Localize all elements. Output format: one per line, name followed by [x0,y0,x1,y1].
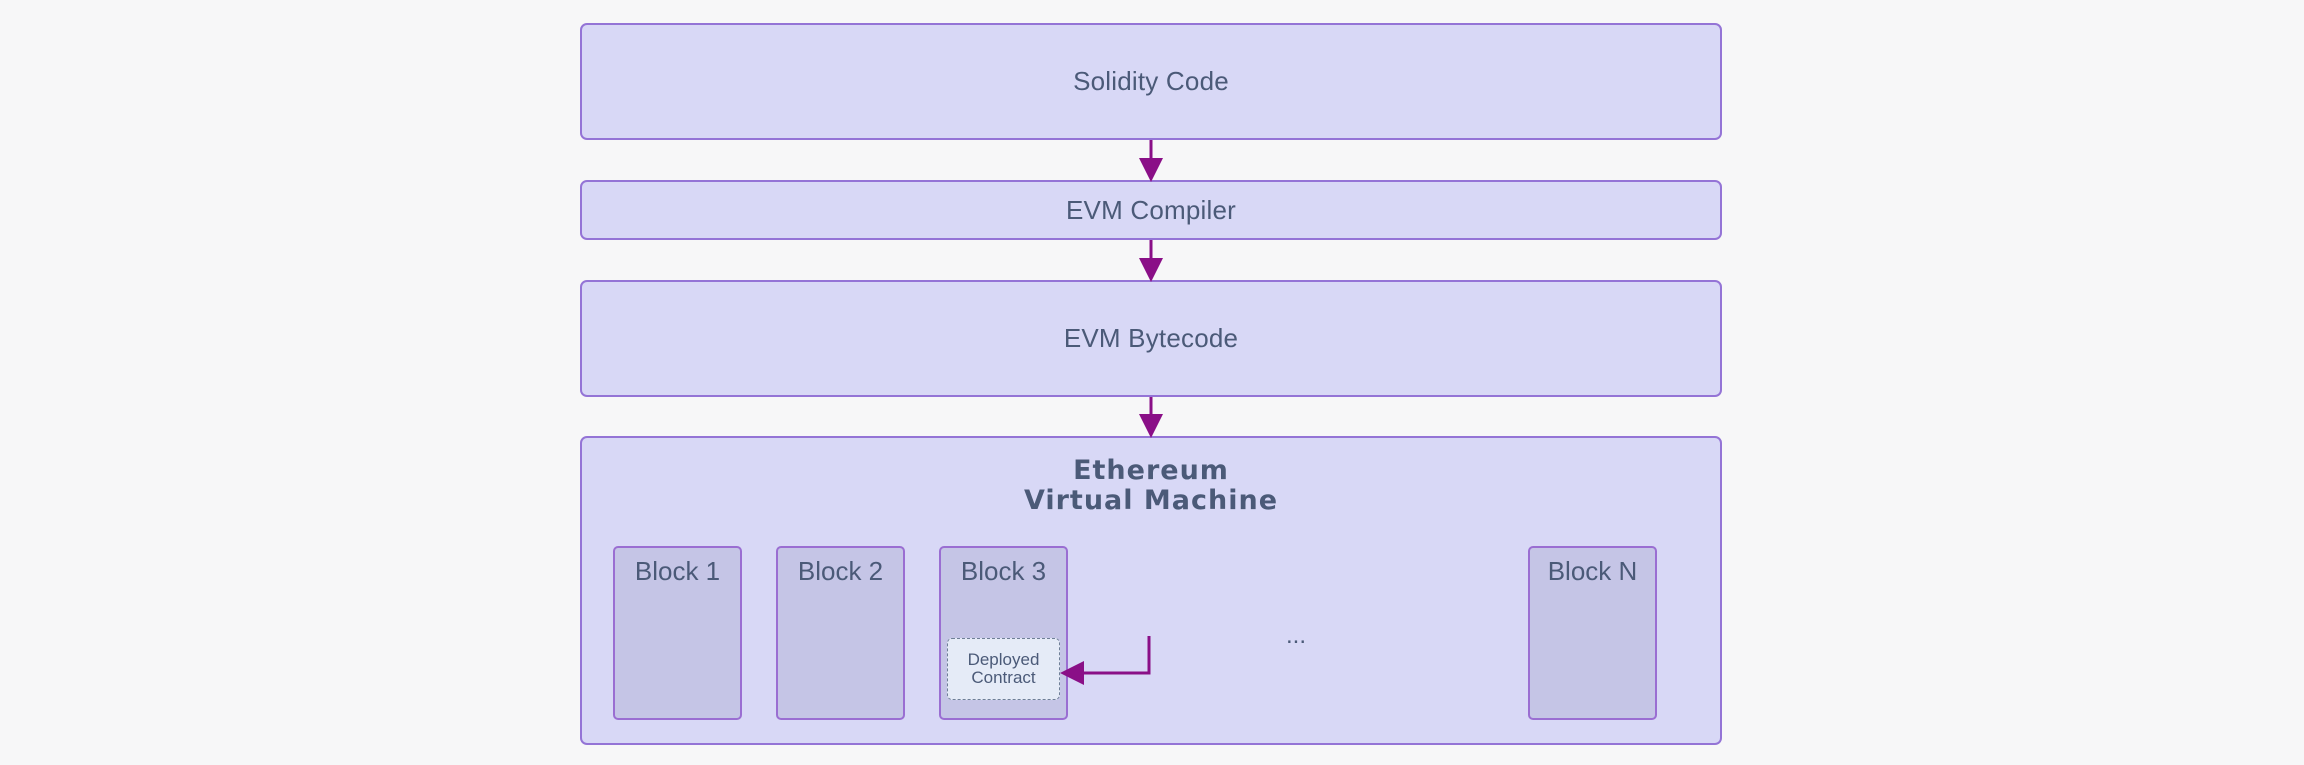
block-1-label: Block 1 [634,556,721,586]
block-n: Block N [1528,546,1657,720]
solidity-code-label: Solidity Code [1073,66,1229,96]
arrow-evm-to-deployed-contract [1060,636,1151,685]
evm-title-line2: Virtual Machine [1023,485,1279,516]
block-n-label: Block N [1547,556,1638,586]
block-2: Block 2 [776,546,905,720]
evm-compiler-box: EVM Compiler [580,180,1722,240]
block-1: Block 1 [613,546,742,720]
deployed-contract: Deployed Contract [947,638,1060,700]
block-3-label: Block 3 [960,556,1047,586]
deployed-contract-line1: Deployed [967,650,1040,669]
evm-compiler-label: EVM Compiler [1066,194,1236,225]
evm-bytecode-box: EVM Bytecode [580,280,1722,397]
solidity-code-box: Solidity Code [580,23,1722,140]
blocks-ellipsis: ... [1286,622,1307,649]
deployed-contract-line2: Contract [971,668,1036,687]
evm-bytecode-label: EVM Bytecode [1063,323,1239,353]
block-2-label: Block 2 [797,556,884,586]
evm-title-line1: Ethereum [1073,455,1229,486]
